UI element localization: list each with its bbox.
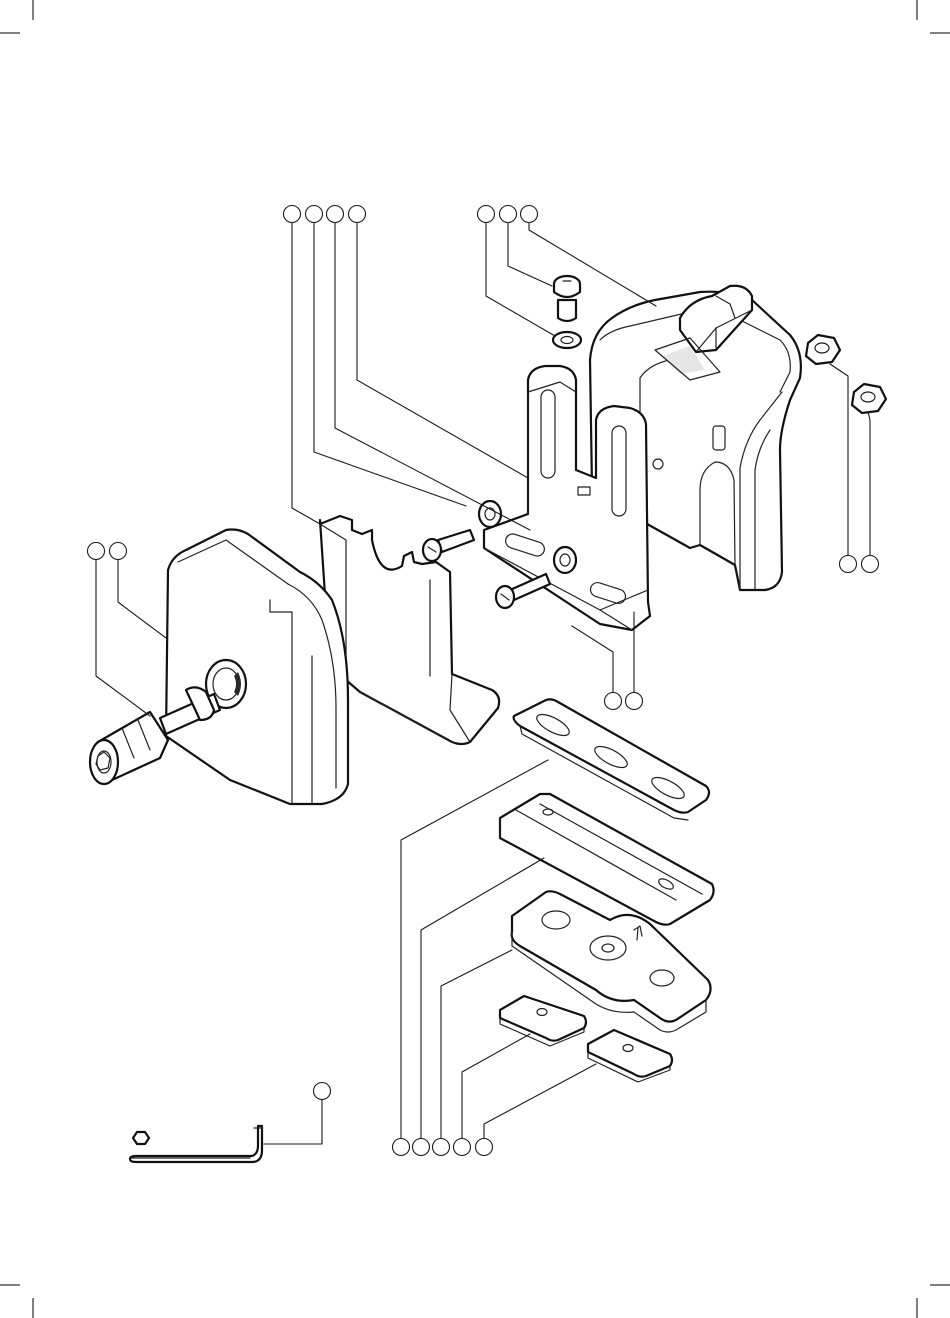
callout-bubble: [862, 556, 879, 573]
callout-bubble: [500, 206, 517, 223]
button-head-bolt-mid-left: [423, 530, 474, 561]
hex-key: [130, 1126, 262, 1162]
callout-bubble: [476, 1139, 493, 1156]
lock-nut-upper: [806, 335, 840, 364]
callout-bubble: [413, 1139, 430, 1156]
callout-bubble: [605, 693, 622, 710]
callout-bubble: [454, 1139, 471, 1156]
callout-bubble: [284, 206, 301, 223]
callout-bubble: [88, 543, 105, 560]
callout-bubble: [349, 206, 366, 223]
callout-bubble: [327, 206, 344, 223]
square-nut-right: [588, 1030, 672, 1082]
callout-bubble: [110, 543, 127, 560]
callout-bubble: [393, 1139, 410, 1156]
button-head-bolt-upper: [554, 276, 580, 321]
button-head-bolt-mid-right: [496, 574, 550, 608]
callout-bubble: [521, 206, 538, 223]
callout-bubble: [306, 206, 323, 223]
callout-bubble: [433, 1139, 450, 1156]
flat-washer-mid-right: [554, 547, 576, 573]
flat-washer-upper: [553, 332, 581, 348]
callout-bubble: [626, 693, 643, 710]
lock-nut-lower: [852, 384, 886, 413]
callout-bubble: [478, 206, 495, 223]
callout-bubble: [314, 1083, 331, 1100]
callout-bubble: [840, 556, 857, 573]
square-nut-left: [500, 996, 586, 1046]
crossbar-clamp-cap: [166, 530, 348, 805]
